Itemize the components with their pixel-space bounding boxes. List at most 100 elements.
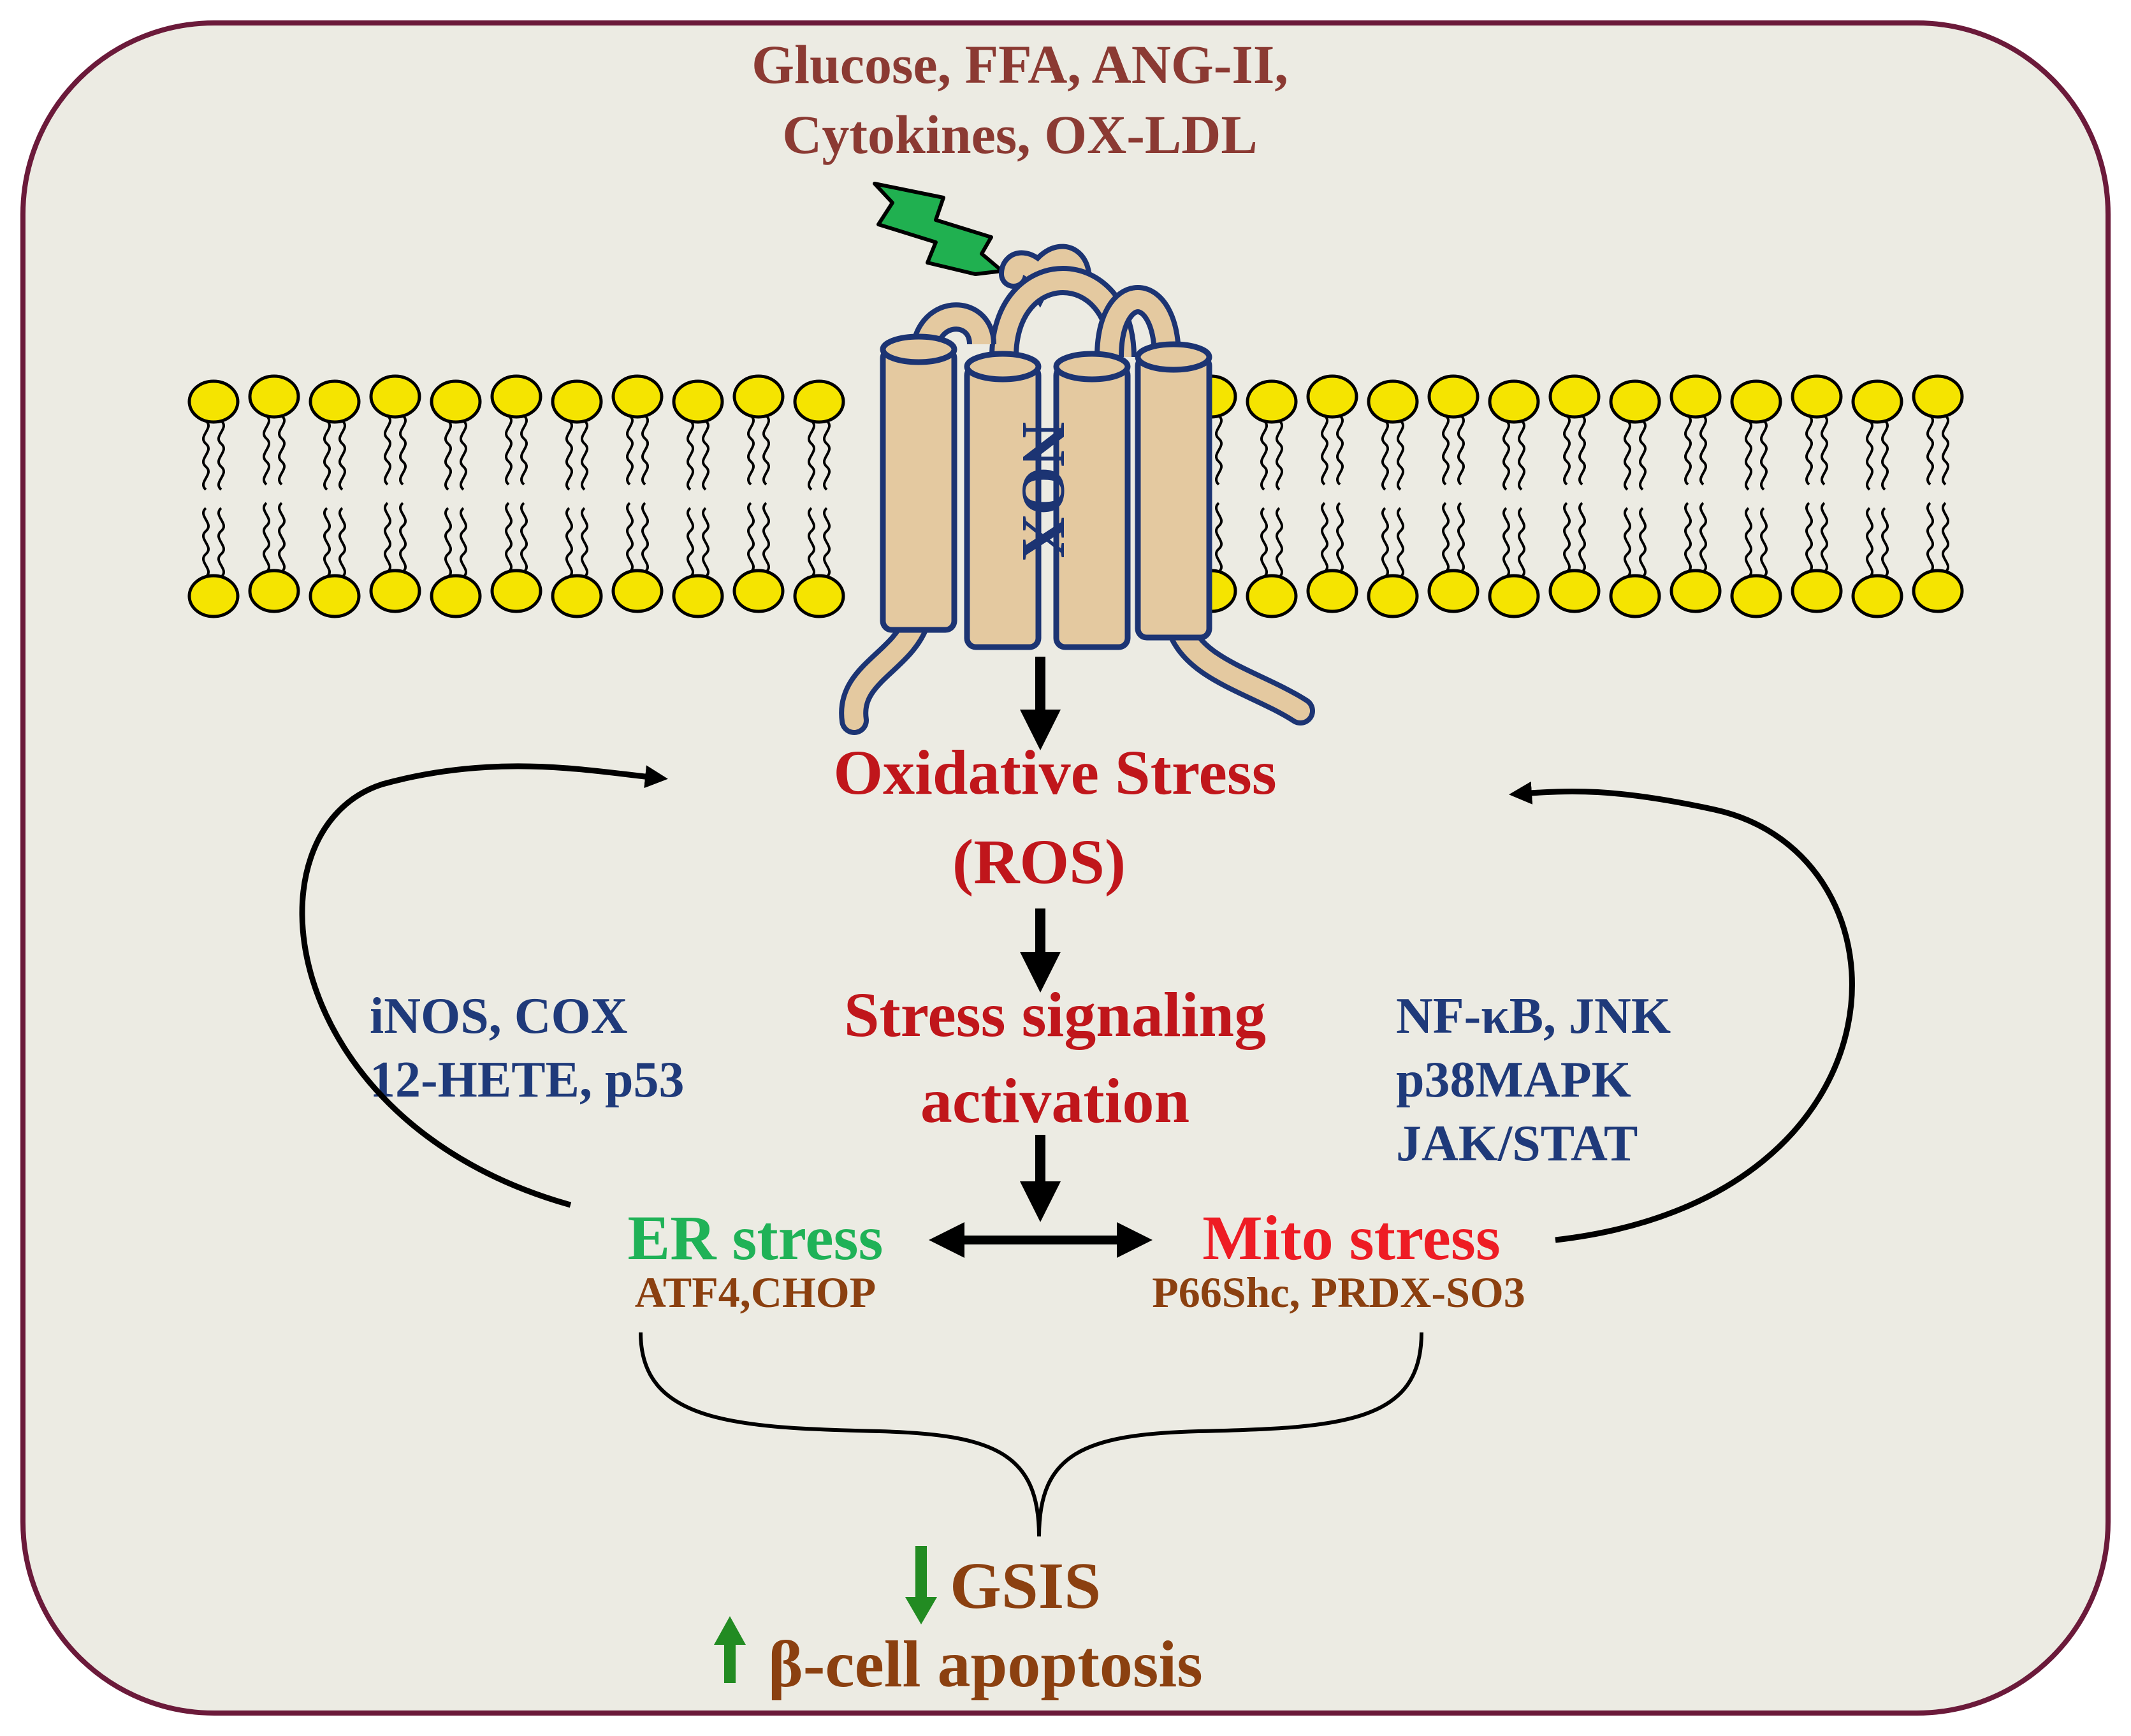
lipid-tail — [338, 507, 346, 578]
lipid-head — [1791, 569, 1843, 613]
lipid-tail — [626, 502, 634, 573]
lipid-tail — [1684, 414, 1692, 486]
lipid-head — [1488, 379, 1540, 424]
lipid-head — [187, 574, 240, 618]
lipid-tail — [1260, 419, 1268, 491]
lipid-tail — [808, 419, 815, 491]
convergence-brace — [639, 1332, 1423, 1537]
lipid-head — [369, 569, 421, 613]
lipid-tail — [1321, 414, 1328, 486]
lipid-tail — [762, 502, 770, 573]
lipid-tail — [823, 507, 831, 578]
left-mediators-line2: 12-HETE, p53 — [370, 1052, 684, 1108]
lipid-tail — [1821, 414, 1828, 486]
er-stress-label: ER stress — [628, 1202, 884, 1273]
lipid-head — [1609, 574, 1661, 618]
lipid-head — [1427, 569, 1480, 613]
lipid-tail — [1881, 419, 1889, 491]
lipid-tail — [399, 414, 407, 486]
lipid-tail — [1866, 507, 1873, 578]
lipid-tail — [808, 507, 815, 578]
nox-label: NOX — [1009, 421, 1078, 560]
lipid-tail — [444, 419, 452, 491]
lipid-tail — [1397, 507, 1404, 578]
lipid-tail — [1866, 419, 1873, 491]
lipid-tail — [581, 507, 588, 578]
lipid-head — [1791, 374, 1843, 419]
lipid-tail — [1745, 419, 1752, 491]
lipid-tail — [1699, 502, 1707, 573]
lipid-head — [1427, 374, 1480, 419]
lipid-tail — [1502, 507, 1510, 578]
lipid-tail — [1639, 507, 1647, 578]
lipid-tail — [565, 507, 573, 578]
lipid-head — [1246, 379, 1298, 424]
lipid-tail — [747, 502, 755, 573]
mito-feedback-loop-arrow — [1509, 781, 1855, 1243]
lipid-tail — [1578, 414, 1586, 486]
lipid-tail — [1336, 502, 1344, 573]
lipid-tail — [1881, 507, 1889, 578]
lipid-tail — [1760, 507, 1768, 578]
lipid-tail — [505, 502, 513, 573]
lipid-head — [1548, 569, 1601, 613]
right-mediators-line2: p38MAPK — [1396, 1052, 1631, 1108]
lipid-tail — [1381, 507, 1389, 578]
er-feedback-loop-arrow — [299, 763, 668, 1208]
lipid-tail — [384, 414, 391, 486]
lipid-head — [1730, 574, 1782, 618]
cell-frame — [20, 20, 2111, 1716]
er-stress-markers: ATF4,CHOP — [635, 1268, 876, 1317]
lipid-head — [369, 374, 421, 419]
lipid-tail — [1215, 414, 1223, 486]
lipid-tail — [1260, 507, 1268, 578]
lipid-tail — [1699, 414, 1707, 486]
lipid-tail — [1805, 502, 1813, 573]
lipid-tail — [444, 507, 452, 578]
lipid-head — [309, 574, 361, 618]
lipid-tail — [1760, 419, 1768, 491]
lipid-tail — [338, 419, 346, 491]
lipid-tail — [384, 502, 391, 573]
lipid-tail — [263, 414, 270, 486]
lipid-head — [309, 379, 361, 424]
lipid-tail — [1336, 414, 1344, 486]
lipid-head — [1306, 569, 1358, 613]
lipid-tail — [1397, 419, 1404, 491]
lipid-head — [551, 574, 603, 618]
lipid-tail — [702, 507, 709, 578]
lipid-tail — [747, 414, 755, 486]
lipid-head — [1669, 374, 1722, 419]
stress-signaling-label: Stress signaling — [844, 979, 1266, 1050]
lipid-tail — [1442, 414, 1450, 486]
lipid-tail — [263, 502, 270, 573]
lipid-head — [732, 569, 785, 613]
lipid-tail — [1745, 507, 1752, 578]
lipid-head — [793, 574, 845, 618]
apoptosis-label: β-cell apoptosis — [768, 1628, 1203, 1701]
lipid-head — [1609, 379, 1661, 424]
gsis-decrease: GSIS — [905, 1546, 1101, 1624]
lipid-tail — [641, 414, 649, 486]
lightning-icon — [873, 182, 1004, 276]
apoptosis-increase: β-cell apoptosis — [714, 1616, 1203, 1701]
lipid-head — [611, 569, 664, 613]
lipid-head — [187, 379, 240, 424]
lipid-tail — [278, 414, 286, 486]
lipid-head — [732, 374, 785, 419]
lipid-tail — [202, 419, 210, 491]
lipid-tail — [641, 502, 649, 573]
lipid-head — [1488, 574, 1540, 618]
lipid-head — [1367, 379, 1419, 424]
lipid-head — [1851, 574, 1903, 618]
lipid-tail — [1563, 414, 1571, 486]
lipid-tail — [1321, 502, 1328, 573]
lipid-head — [1246, 574, 1298, 618]
lipid-tail — [1502, 419, 1510, 491]
lipid-head — [1912, 569, 1964, 613]
lipid-tail — [1942, 414, 1949, 486]
lipid-tail — [1639, 419, 1647, 491]
activation-label: activation — [920, 1065, 1189, 1136]
lipid-tail — [1821, 502, 1828, 573]
